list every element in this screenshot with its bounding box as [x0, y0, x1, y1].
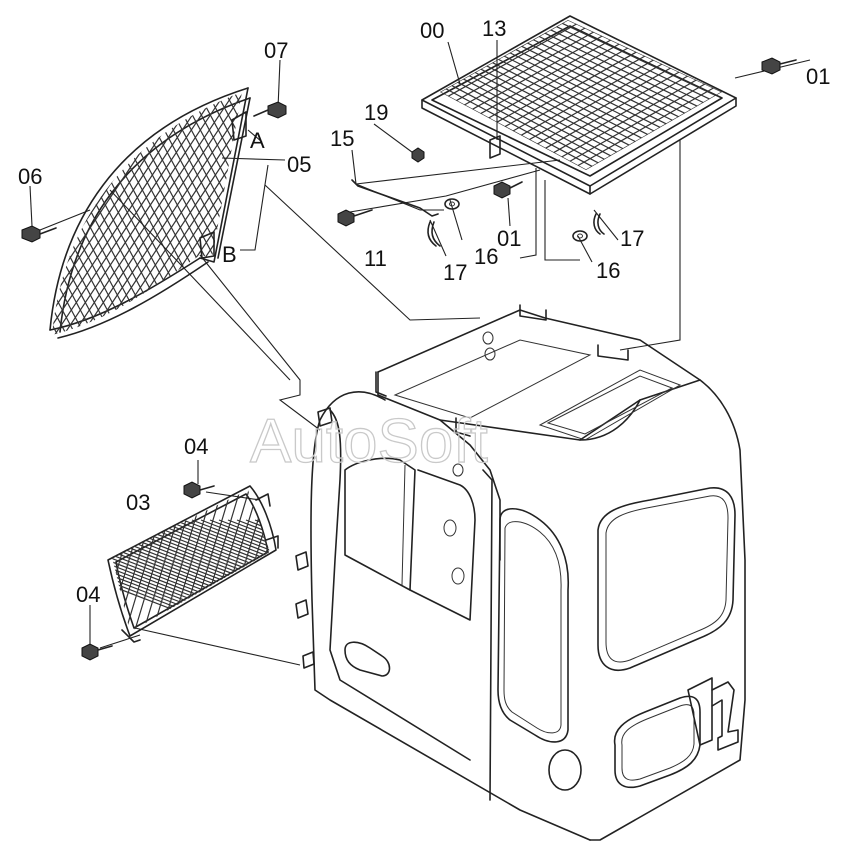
- callout-00: 00: [420, 18, 444, 43]
- washer-16a: [444, 198, 460, 210]
- front-guard-mesh: [49, 87, 251, 339]
- callout-b: B: [222, 242, 237, 267]
- assembly-lines: [29, 40, 811, 666]
- callout-17-right: 17: [620, 226, 644, 251]
- bolt-04-upper: [183, 481, 215, 499]
- bolt-06: [21, 225, 57, 243]
- bolt-01-roof: [761, 57, 797, 75]
- callout-labels: 00 13 01 19 07 15 A 05 06 01 B 11 17 16 …: [18, 16, 830, 607]
- callout-17-left: 17: [443, 260, 467, 285]
- bolt-04-lower: [81, 643, 113, 661]
- bolt-07: [253, 101, 287, 119]
- callout-19: 19: [364, 100, 388, 125]
- watermark: AutoSoft: [250, 407, 488, 476]
- callout-06: 06: [18, 164, 42, 189]
- callout-04-lower: 04: [76, 582, 100, 607]
- callout-04-upper: 04: [184, 434, 208, 459]
- lower-guard-mesh: [107, 485, 279, 643]
- callout-15: 15: [330, 126, 354, 151]
- hardware: [21, 57, 797, 661]
- callout-16-right: 16: [596, 258, 620, 283]
- callout-01-roof: 01: [806, 64, 830, 89]
- callout-03: 03: [126, 490, 150, 515]
- bolt-11: [337, 209, 373, 227]
- callout-01-mid: 01: [497, 226, 521, 251]
- washer-16b: [572, 230, 588, 242]
- callout-07: 07: [264, 38, 288, 63]
- pin-17b: [593, 213, 605, 235]
- nut-19: [411, 147, 425, 163]
- roof-guard-mesh: [421, 15, 737, 195]
- callout-a: A: [250, 128, 265, 153]
- rod-15: [351, 179, 439, 217]
- callout-13: 13: [482, 16, 506, 41]
- callout-11: 11: [364, 246, 387, 271]
- callout-05: 05: [287, 152, 311, 177]
- callout-16-left: 16: [474, 244, 498, 269]
- bolt-01-mid: [493, 181, 523, 199]
- operator-cab: [295, 304, 746, 841]
- pin-17a: [427, 221, 441, 247]
